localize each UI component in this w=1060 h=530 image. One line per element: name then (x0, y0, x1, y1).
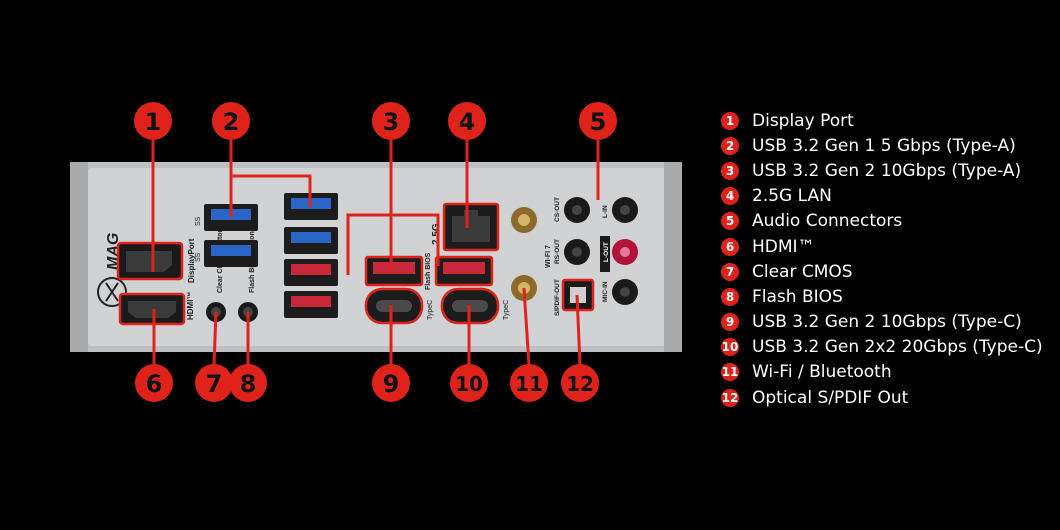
legend-label: Optical S/PDIF Out (752, 387, 909, 408)
svg-text:12: 12 (566, 372, 594, 396)
mic-in-label: MIC-IN (602, 281, 609, 302)
highlight-usb-gen2 (364, 255, 424, 287)
legend-item: 8 Flash BIOS (721, 284, 1043, 309)
legend-item: 11 Wi-Fi / Bluetooth (721, 360, 1043, 385)
legend-item: 6 HDMI™ (721, 234, 1043, 259)
legend-number: 1 (721, 111, 739, 130)
highlight-typec-1 (364, 287, 424, 325)
highlight-usb-gen2b (434, 255, 494, 287)
legend-number: 5 (721, 212, 739, 231)
legend-item: 4 2.5G LAN (721, 184, 1043, 209)
svg-text:4: 4 (459, 108, 476, 136)
typec-label: TypeC (427, 300, 434, 320)
svg-text:10: 10 (455, 372, 483, 396)
displayport-label: DisplayPort (187, 238, 196, 283)
usb-ss-label: SS (195, 252, 202, 262)
legend-item: 5 Audio Connectors (721, 209, 1043, 234)
hdmi-port: HDMI™ (120, 292, 195, 324)
callout-4: 4 (448, 102, 486, 140)
legend-item: 10 USB 3.2 Gen 2x2 20Gbps (Type-C) (721, 335, 1043, 360)
svg-text:6: 6 (146, 370, 163, 398)
svg-text:5: 5 (590, 108, 607, 136)
callout-5: 5 (579, 102, 617, 140)
svg-text:1: 1 (145, 108, 162, 136)
leader-line-2b (231, 174, 312, 207)
usb-ss-label: SS (195, 216, 202, 226)
callout-2: 2 (212, 102, 250, 140)
callout-highlight-boxes (116, 202, 595, 326)
rs-out-label: RS-OUT (554, 239, 561, 264)
legend-label: USB 3.2 Gen 2x2 20Gbps (Type-C) (752, 337, 1043, 358)
callout-markers: 1 2 3 4 5 6 7 8 9 10 11 12 (134, 102, 617, 402)
legend-item: 2 USB 3.2 Gen 1 5 Gbps (Type-A) (721, 133, 1043, 158)
callout-11: 11 (510, 364, 548, 402)
wifi-label: WI-FI 7 (545, 245, 552, 268)
svg-text:7: 7 (206, 370, 223, 398)
callout-3: 3 (372, 102, 410, 140)
leader-line-3b (346, 213, 440, 275)
legend-number: 10 (721, 338, 739, 357)
highlight-typec-2 (440, 287, 500, 325)
legend-number: 7 (721, 262, 739, 281)
svg-text:3: 3 (383, 108, 400, 136)
legend-item: 1 Display Port (721, 108, 1043, 133)
cs-out-label: CS-OUT (554, 197, 561, 222)
hdmi-label: HDMI™ (186, 292, 195, 320)
highlight-lan (442, 202, 500, 252)
legend-number: 3 (721, 161, 739, 180)
usb-type-c-10g-port: TypeC (366, 289, 434, 323)
line-out-label: L-OUT (603, 242, 610, 262)
legend-number: 12 (721, 388, 739, 407)
legend-item: 9 USB 3.2 Gen 2 10Gbps (Type-C) (721, 310, 1043, 335)
flash-bios-port-label: Flash BIOS (425, 252, 432, 290)
usb-gen2-port-group: Flash BIOS (366, 252, 492, 290)
legend-label: Wi-Fi / Bluetooth (752, 362, 892, 383)
callout-12: 12 (561, 364, 599, 402)
legend-number: 4 (721, 187, 739, 206)
callout-6: 6 (135, 364, 173, 402)
svg-text:9: 9 (383, 370, 400, 398)
leader-line-11 (522, 287, 531, 366)
legend-number: 2 (721, 136, 739, 155)
legend-label: Display Port (752, 110, 854, 131)
legend-list: 1 Display Port 2 USB 3.2 Gen 1 5 Gbps (Typ… (721, 108, 1043, 410)
callout-9: 9 (372, 364, 410, 402)
legend-item: 7 Clear CMOS (721, 259, 1043, 284)
legend-label: USB 3.2 Gen 1 5 Gbps (Type-A) (752, 135, 1016, 156)
spdif-label: S/PDIF-OUT (554, 279, 561, 316)
panel-edge-left (70, 162, 88, 352)
highlight-hdmi (118, 292, 186, 326)
svg-text:11: 11 (515, 372, 543, 396)
legend-item: 3 USB 3.2 Gen 2 10Gbps (Type-A) (721, 158, 1043, 183)
legend-label: USB 3.2 Gen 2 10Gbps (Type-C) (752, 312, 1022, 333)
typec-label: TypeC (503, 300, 510, 320)
callout-1: 1 (134, 102, 172, 140)
legend-number: 11 (721, 363, 739, 382)
line-in-label: L-IN (602, 205, 609, 218)
leader-line-7 (212, 311, 218, 366)
callout-leader-lines (151, 140, 600, 366)
svg-text:2: 2 (223, 108, 240, 136)
legend-label: Clear CMOS (752, 261, 853, 282)
callout-7: 7 (195, 364, 233, 402)
panel-edge-right (664, 162, 682, 352)
audio-connectors: CS-OUT RS-OUT L-IN L-OUT MIC-IN (554, 197, 638, 305)
leader-line-12 (575, 294, 582, 366)
legend-number: 9 (721, 313, 739, 332)
legend-number: 8 (721, 287, 739, 306)
legend-label: HDMI™ (752, 236, 815, 257)
legend-item: 12 Optical S/PDIF Out (721, 385, 1043, 410)
callout-8: 8 (229, 364, 267, 402)
legend-number: 6 (721, 237, 739, 256)
highlight-displayport (116, 241, 184, 281)
legend-label: Flash BIOS (752, 286, 843, 307)
legend-label: 2.5G LAN (752, 186, 832, 207)
legend-label: USB 3.2 Gen 2 10Gbps (Type-A) (752, 160, 1022, 181)
highlight-spdif (561, 278, 595, 312)
svg-text:8: 8 (240, 370, 257, 398)
legend-label: Audio Connectors (752, 211, 903, 232)
callout-10: 10 (450, 364, 488, 402)
displayport-port: DisplayPort (118, 238, 196, 283)
